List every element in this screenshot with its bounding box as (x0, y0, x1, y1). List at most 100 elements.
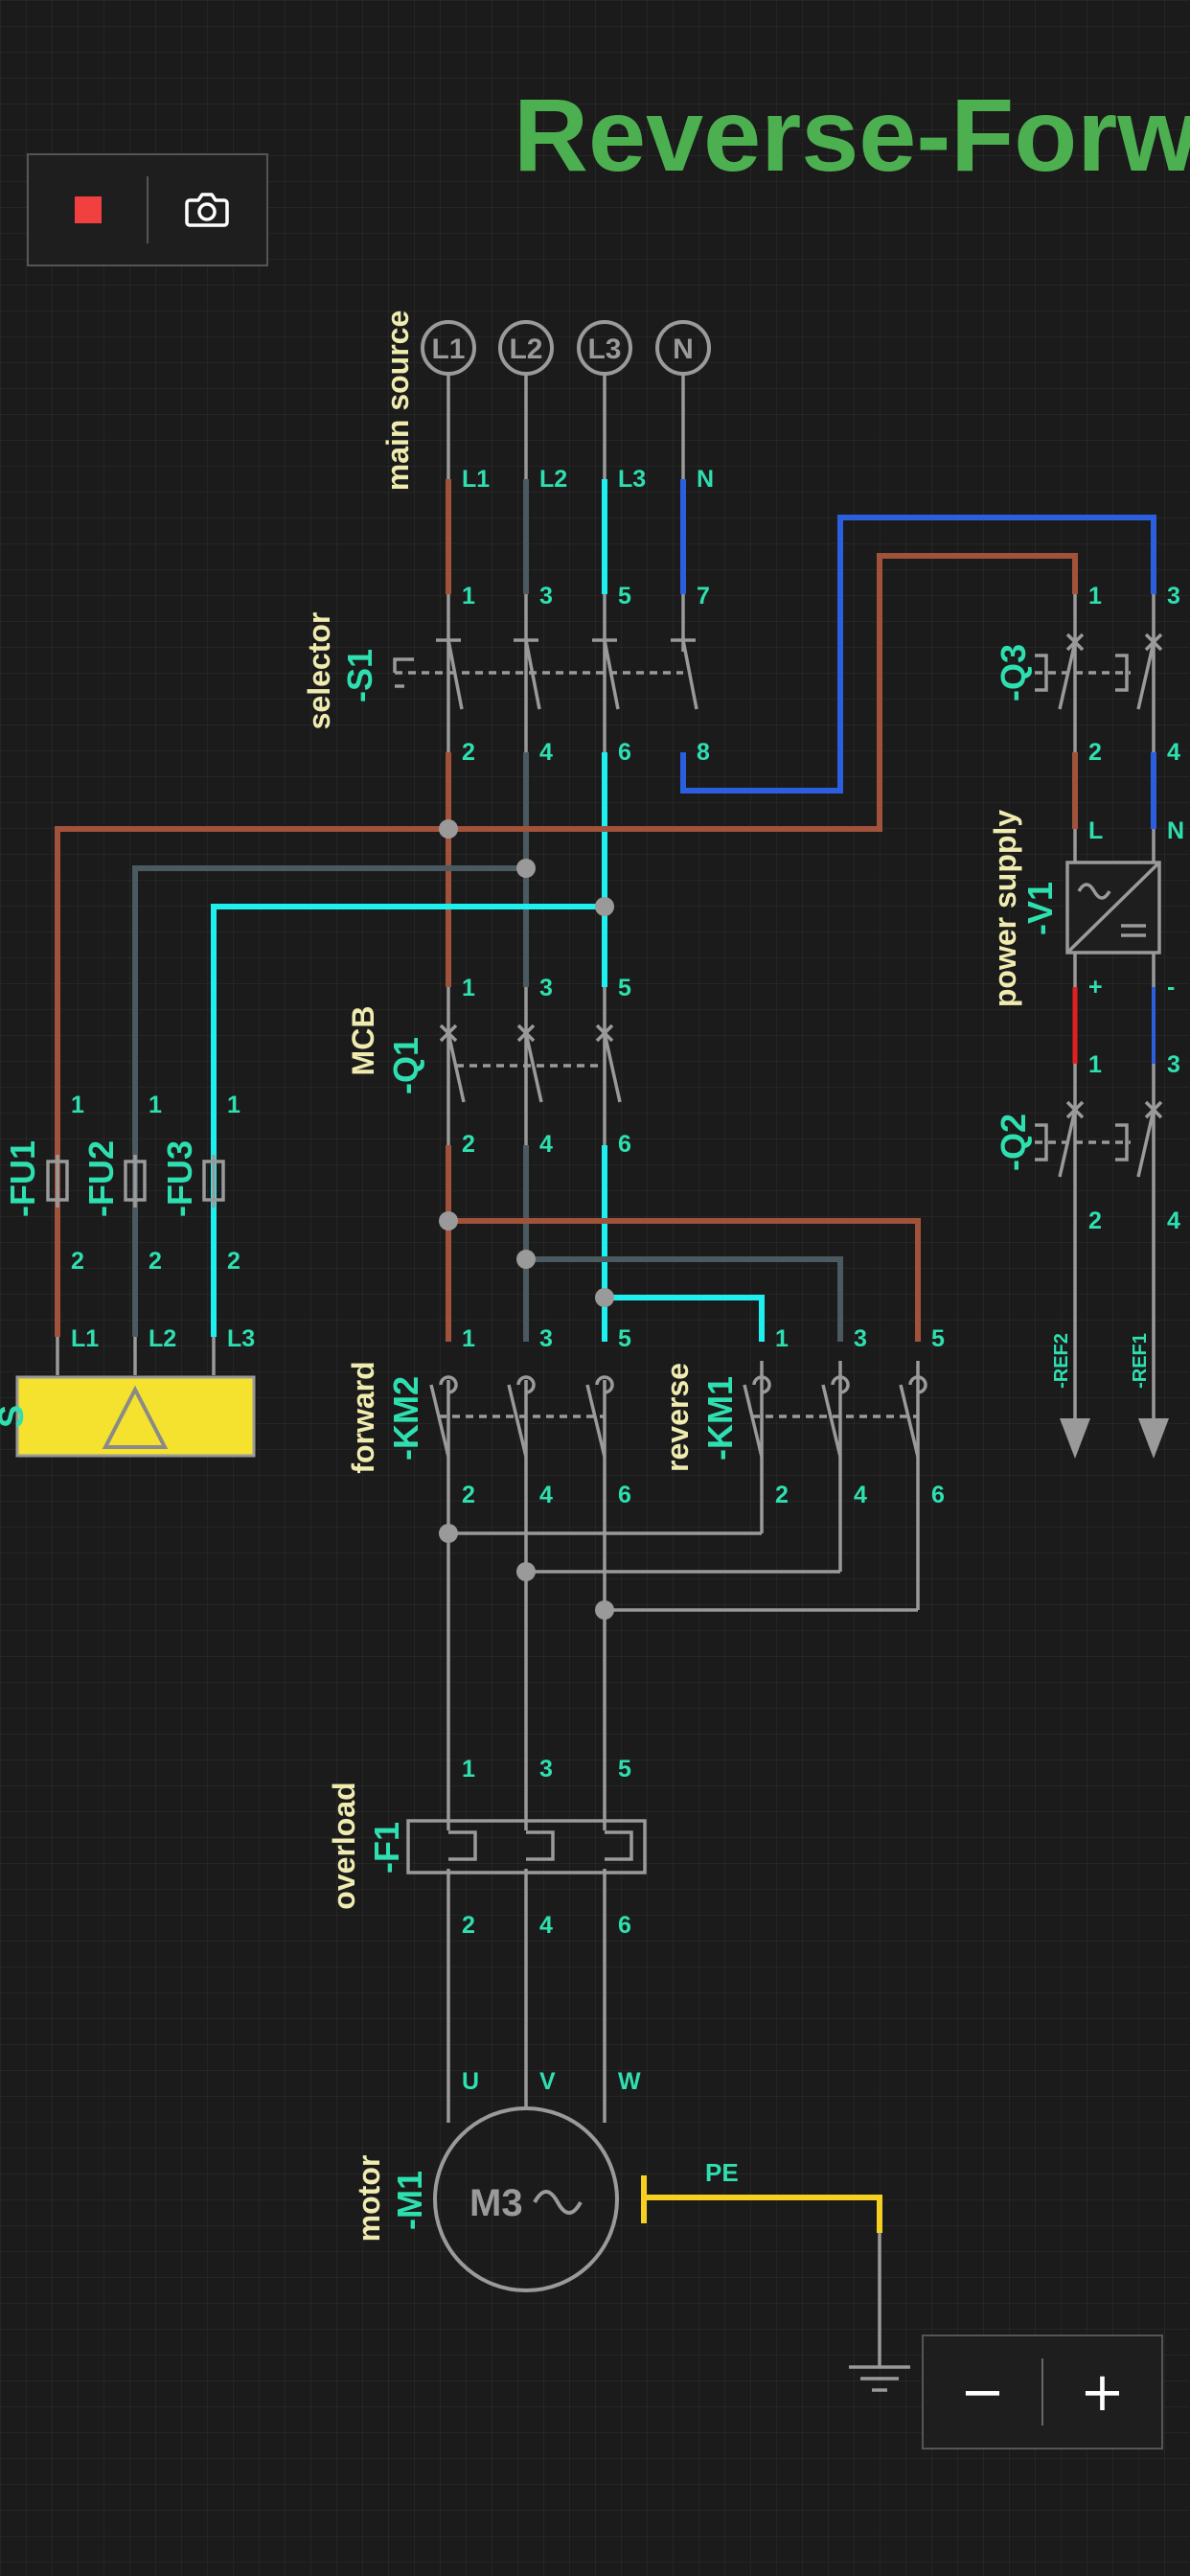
pin-labels: L1 L2 L3 N 1 3 5 7 2 4 6 8 1 3 5 2 4 6 1… (71, 466, 1184, 2095)
selector-desc: selector (302, 612, 336, 730)
terminal-label-n: N (673, 334, 694, 365)
svg-text:2: 2 (71, 1248, 84, 1275)
svg-text:3: 3 (539, 1325, 553, 1352)
zoom-out-button[interactable]: − (960, 2360, 1005, 2424)
reverse-desc: reverse (660, 1363, 695, 1472)
svg-text:2: 2 (1088, 1208, 1102, 1234)
fuse1-tag: -FU1 (3, 1140, 42, 1217)
q3-breaker-contacts[interactable] (1035, 632, 1163, 710)
power-supply-desc: power supply (988, 810, 1022, 1007)
svg-text:1: 1 (462, 1756, 475, 1782)
svg-text:4: 4 (539, 1482, 553, 1508)
svg-text:6: 6 (618, 1131, 631, 1158)
q2-breaker-contacts[interactable] (1035, 1100, 1163, 1178)
svg-text:N: N (1167, 817, 1184, 844)
power-supply-block[interactable] (1065, 861, 1161, 954)
screenshot-button[interactable] (149, 155, 266, 264)
forward-contactor-contacts[interactable] (429, 1375, 614, 1458)
svg-text:1: 1 (1088, 1051, 1102, 1078)
svg-text:1: 1 (775, 1325, 789, 1352)
svg-text:V: V (539, 2068, 556, 2095)
svg-text:2: 2 (1088, 739, 1102, 766)
svg-text:4: 4 (539, 739, 553, 766)
reverse-tag: -KM1 (700, 1376, 740, 1460)
terminal-label-l3: L3 (587, 334, 621, 365)
colored-wires (55, 479, 1156, 1342)
fuse-symbols[interactable] (46, 1155, 225, 1208)
fuse2-tag: -FU2 (81, 1140, 121, 1217)
svg-text:L3: L3 (618, 466, 646, 493)
source-terminals (421, 320, 711, 376)
svg-text:4: 4 (1167, 739, 1180, 766)
svg-text:-REF1: -REF1 (1130, 1333, 1151, 1389)
motor-label: M3 (469, 2182, 523, 2224)
svg-text:4: 4 (854, 1482, 867, 1508)
svg-text:1: 1 (227, 1092, 240, 1118)
motor-tag: -M1 (390, 2171, 429, 2230)
svg-text:L1: L1 (71, 1325, 99, 1352)
svg-text:L1: L1 (462, 466, 490, 493)
mcb-tag: -Q1 (386, 1037, 425, 1094)
page-title: Reverse-Forw (514, 77, 1190, 193)
toolbar-divider (147, 176, 149, 243)
svg-text:2: 2 (149, 1248, 162, 1275)
q2-tag: -Q2 (994, 1114, 1033, 1171)
svg-text:U: U (462, 2068, 479, 2095)
svg-text:5: 5 (618, 1325, 631, 1352)
svg-text:4: 4 (539, 1131, 553, 1158)
zoom-in-button[interactable]: + (1080, 2360, 1125, 2424)
svg-text:1: 1 (71, 1092, 84, 1118)
svg-text:5: 5 (618, 583, 631, 610)
svg-text:2: 2 (462, 1131, 475, 1158)
motor-symbol[interactable] (433, 2106, 619, 2292)
source-desc: main source (380, 310, 415, 492)
svg-text:1: 1 (462, 583, 475, 610)
zoom-divider (1041, 2358, 1043, 2426)
svg-text:5: 5 (618, 975, 631, 1001)
component-descriptions: main source selector MCB forward reverse… (302, 310, 1022, 2242)
camera-icon (185, 193, 230, 227)
svg-text:3: 3 (854, 1325, 867, 1352)
forward-tag: -KM2 (386, 1376, 425, 1460)
motor-desc: motor (352, 2155, 386, 2242)
mcb-contacts[interactable] (439, 1024, 622, 1103)
svg-text:L2: L2 (149, 1325, 176, 1352)
svg-text:W: W (618, 2068, 641, 2095)
svg-text:2: 2 (462, 1482, 475, 1508)
forward-desc: forward (346, 1361, 380, 1473)
overload-relay[interactable] (406, 1819, 647, 1874)
partial-tag: S (0, 1405, 31, 1428)
svg-text:3: 3 (1167, 1051, 1180, 1078)
svg-text:8: 8 (697, 739, 710, 766)
yellow-load-block[interactable] (15, 1375, 256, 1458)
reverse-contactor-contacts[interactable] (743, 1375, 927, 1458)
svg-text:L2: L2 (539, 466, 567, 493)
svg-text:1: 1 (149, 1092, 162, 1118)
fuse3-tag: -FU3 (160, 1140, 199, 1217)
overload-tag: -F1 (367, 1822, 406, 1874)
svg-text:+: + (1088, 974, 1103, 1000)
zoom-controls: − + (922, 2334, 1163, 2450)
stop-button[interactable] (29, 155, 147, 264)
power-supply-tag: -V1 (1020, 882, 1060, 935)
ref1-arrow-icon (1138, 1418, 1169, 1459)
junction-dots (439, 819, 614, 1620)
svg-text:1: 1 (462, 975, 475, 1001)
ref2-arrow-icon (1060, 1418, 1090, 1459)
pe-label: PE (705, 2158, 739, 2187)
svg-text:6: 6 (618, 1482, 631, 1508)
svg-text:6: 6 (931, 1482, 945, 1508)
selector-tag: -S1 (340, 649, 379, 702)
svg-text:2: 2 (462, 739, 475, 766)
svg-text:L: L (1088, 817, 1103, 844)
svg-text:2: 2 (227, 1248, 240, 1275)
svg-text:5: 5 (618, 1756, 631, 1782)
selector-contacts[interactable] (393, 638, 698, 710)
overload-desc: overload (327, 1782, 361, 1909)
svg-text:N: N (697, 466, 714, 493)
svg-text:-: - (1167, 974, 1175, 1000)
svg-text:3: 3 (539, 583, 553, 610)
svg-text:1: 1 (462, 1325, 475, 1352)
